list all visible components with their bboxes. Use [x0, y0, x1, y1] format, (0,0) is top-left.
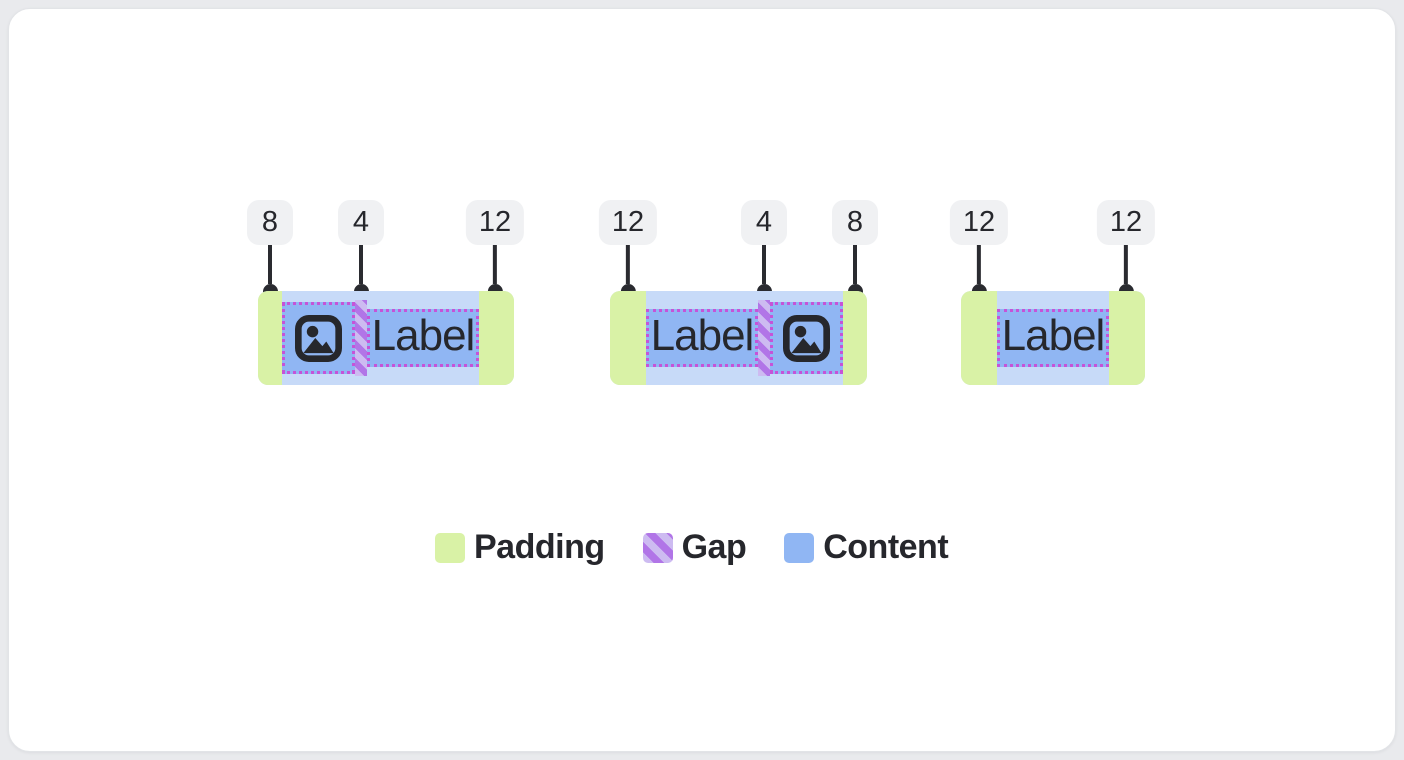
padding-strip-right	[479, 291, 514, 385]
annotation-marker: 4	[338, 200, 384, 299]
size-badge: 8	[832, 200, 878, 245]
legend-label: Padding	[474, 528, 605, 566]
button-label: Label	[1001, 311, 1106, 360]
annotation-marker: 8	[247, 200, 293, 299]
legend-label: Gap	[681, 528, 747, 566]
annotation-marker: 12	[949, 200, 1009, 299]
button-example-icon-leading: Label	[258, 291, 514, 385]
content-swatch-icon	[784, 532, 815, 563]
marker-stem	[625, 245, 631, 284]
padding-strip-left	[258, 291, 282, 385]
gap-swatch-icon	[642, 532, 673, 563]
gap-strip	[758, 300, 770, 376]
icon-content-box	[282, 302, 355, 374]
padding-strip-left	[961, 291, 997, 385]
marker-stem	[761, 245, 767, 284]
annotation-marker: 12	[598, 200, 658, 299]
annotation-marker: 8	[832, 200, 878, 299]
annotation-marker: 12	[1096, 200, 1156, 299]
label-content-box: Label	[646, 309, 758, 367]
legend-item-gap: Gap	[642, 528, 747, 567]
annotation-marker: 12	[465, 200, 525, 299]
label-content-box: Label	[997, 309, 1109, 367]
size-badge: 4	[741, 200, 787, 245]
button-example-icon-trailing: Label	[610, 291, 867, 385]
legend-item-content: Content	[784, 528, 949, 567]
marker-stem	[267, 245, 273, 284]
button-example-text-only: Label	[961, 291, 1145, 385]
size-badge: 12	[1096, 200, 1156, 245]
size-badge: 8	[247, 200, 293, 245]
label-content-box: Label	[367, 309, 479, 367]
marker-stem	[358, 245, 364, 284]
marker-stem	[1123, 245, 1129, 284]
size-badge: 12	[465, 200, 525, 245]
image-icon	[783, 314, 830, 362]
padding-strip-left	[610, 291, 646, 385]
gap-strip	[355, 300, 367, 376]
icon-content-box	[770, 302, 843, 374]
marker-stem	[852, 245, 858, 284]
padding-strip-right	[1109, 291, 1145, 385]
marker-stem	[492, 245, 498, 284]
size-badge: 12	[949, 200, 1009, 245]
legend: Padding Gap Content	[435, 528, 949, 567]
size-badge: 12	[598, 200, 658, 245]
legend-item-padding: Padding	[435, 528, 605, 567]
button-label: Label	[371, 311, 476, 360]
padding-strip-right	[843, 291, 867, 385]
annotation-marker: 4	[741, 200, 787, 299]
button-label: Label	[650, 311, 755, 360]
size-badge: 4	[338, 200, 384, 245]
legend-label: Content	[823, 528, 949, 566]
padding-swatch-icon	[435, 532, 465, 563]
marker-stem	[976, 245, 982, 284]
image-icon	[295, 314, 342, 362]
